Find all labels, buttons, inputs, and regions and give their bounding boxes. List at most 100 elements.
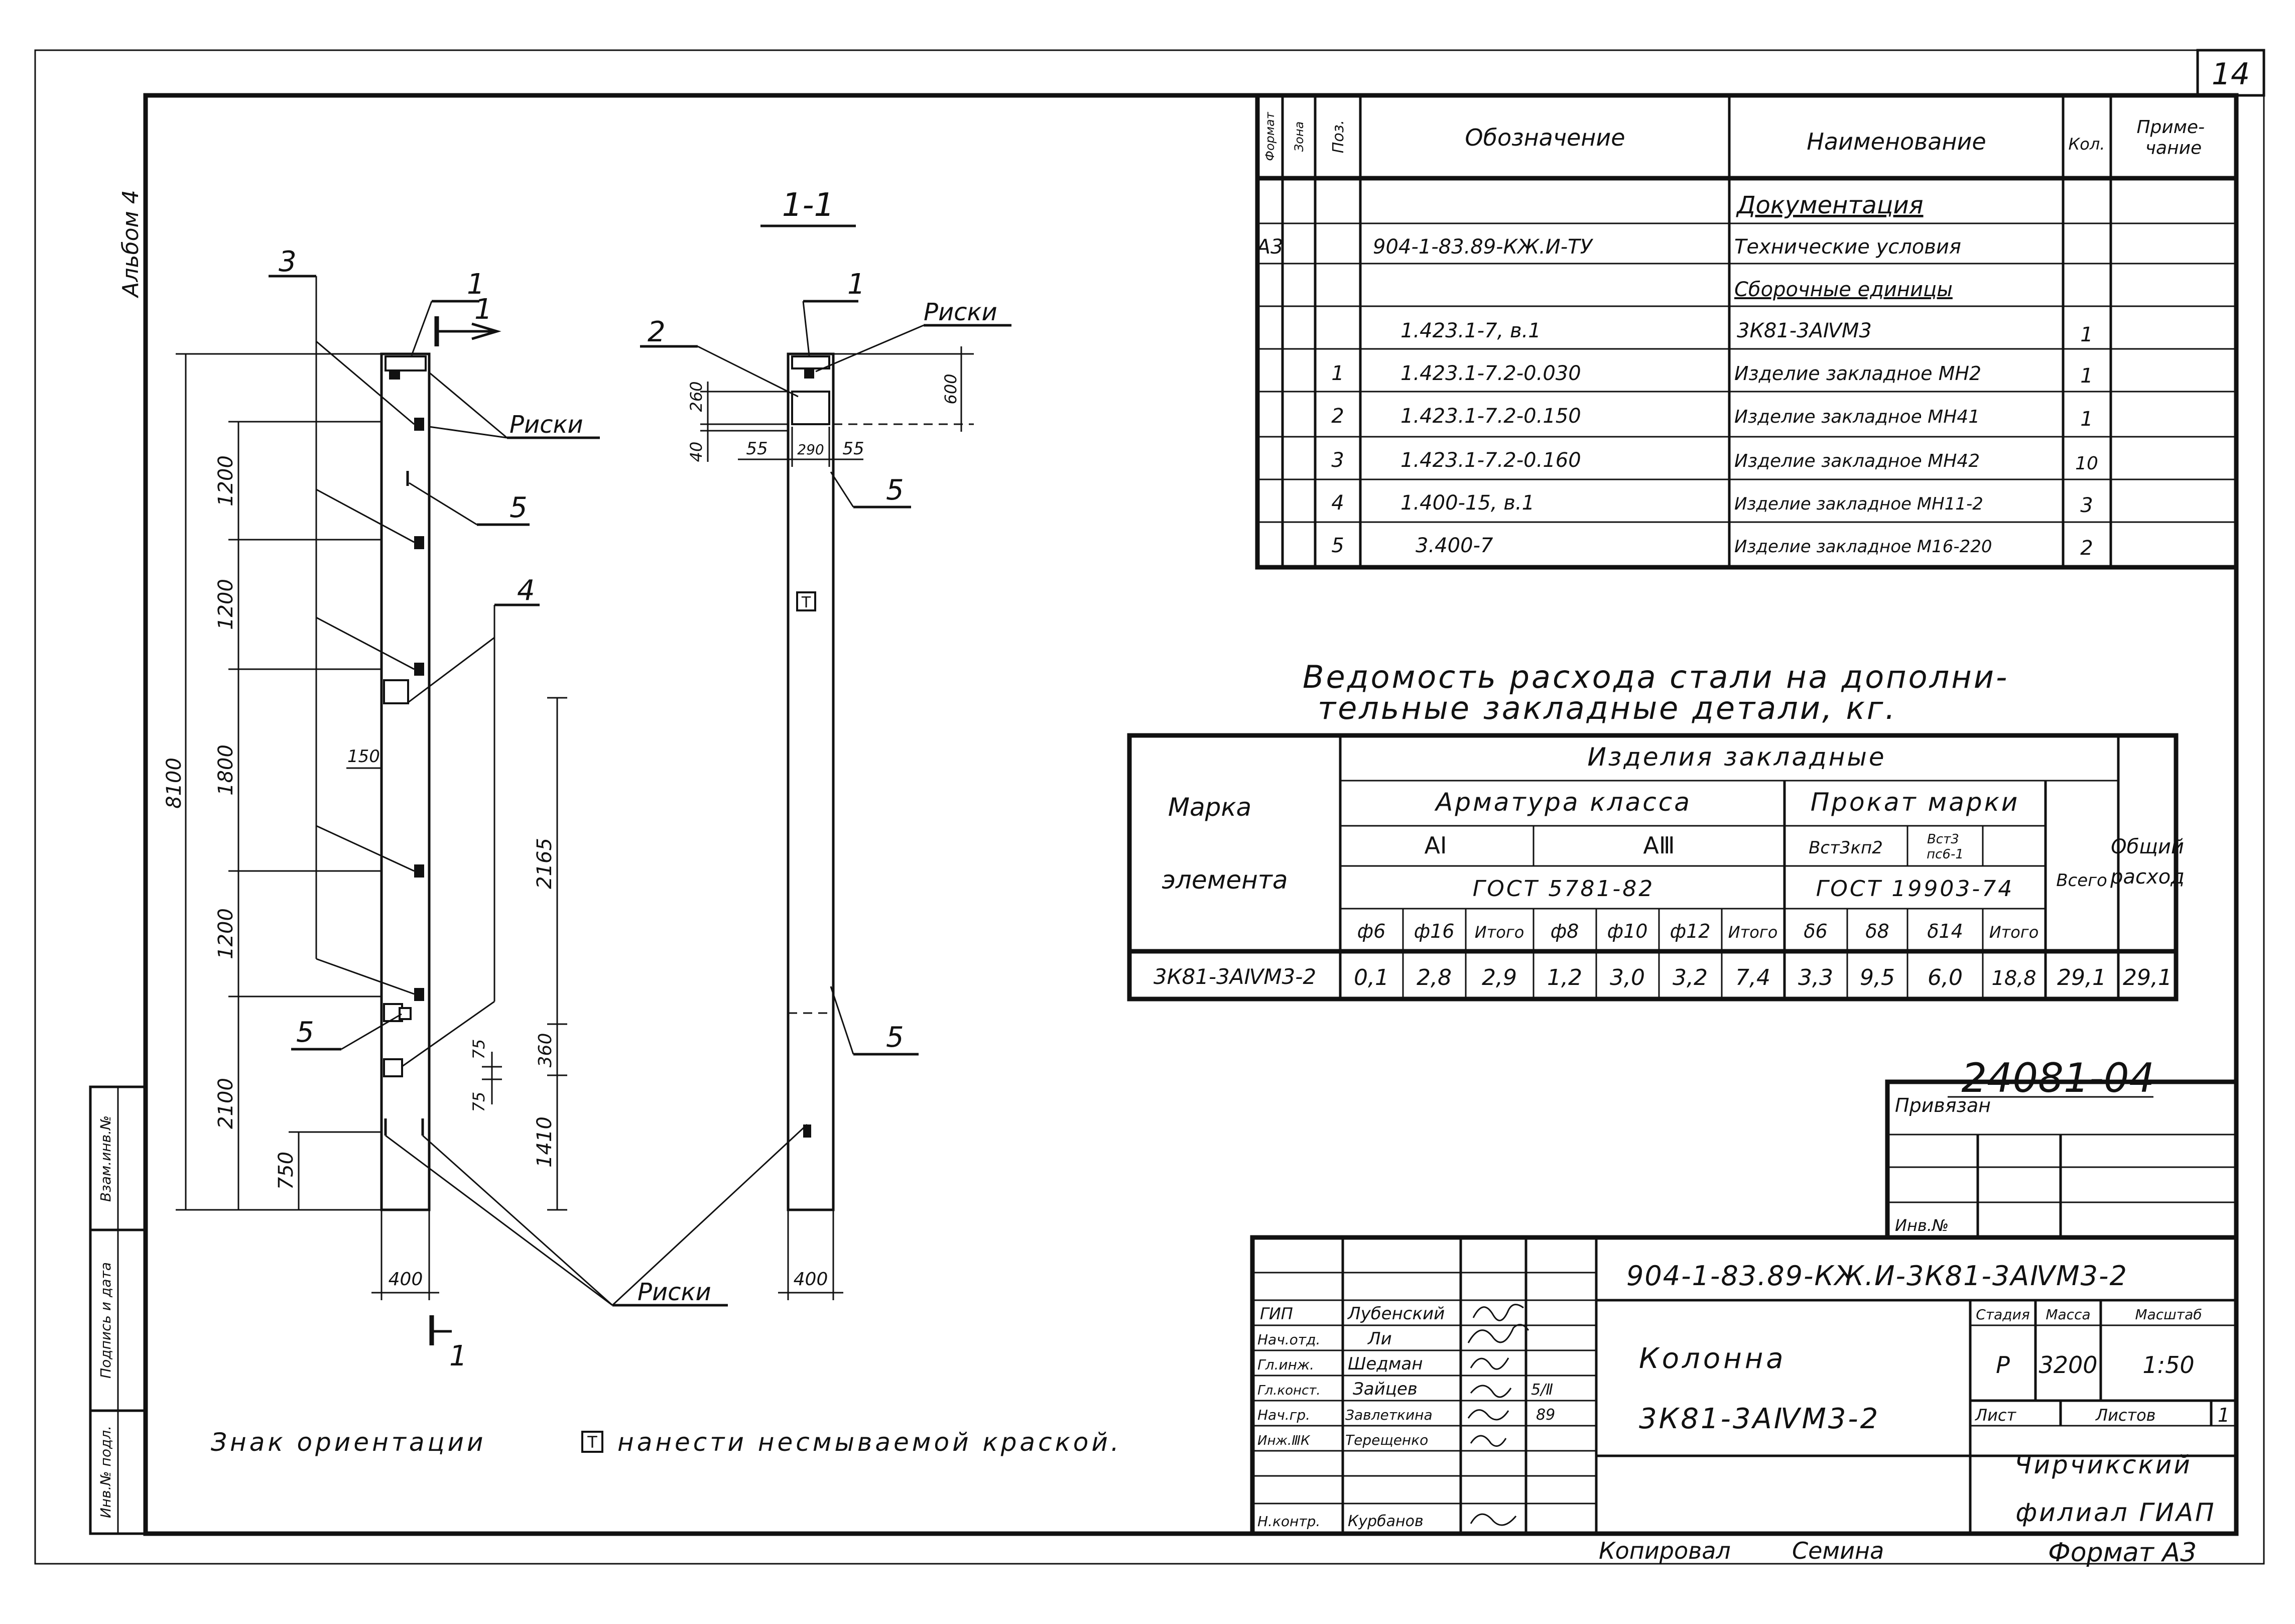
album-label: Альбом 4	[118, 190, 144, 298]
spec-name-2: Сборочные единицы	[1734, 278, 1953, 301]
steel-val-0: 0,1	[1354, 965, 1389, 990]
stage-value: Р	[1996, 1351, 2010, 1379]
plate-3-d	[414, 864, 424, 878]
steel-val-4: 3,0	[1610, 965, 1645, 990]
left-binding-strip: Инв.№ подл. Подпись и дата Взам.инв.№	[89, 1085, 147, 1535]
code-stamp: 24081-04	[1961, 1055, 2154, 1101]
steel-sub-7: δ6	[1804, 920, 1827, 942]
steel-sub-2: Итого	[1475, 923, 1524, 942]
steel-h-gost1: ГОСТ 5781-82	[1473, 876, 1655, 902]
steel-row-mark: 3К81-3АⅣМ3-2	[1154, 964, 1316, 989]
name-0: Лубенский	[1347, 1304, 1445, 1324]
privyazan-block: Привязан Инв.№	[1885, 1079, 2239, 1240]
spec-h-qty: Кол.	[2069, 135, 2105, 154]
sheets-value: 1	[2218, 1404, 2230, 1426]
spec-designation-3: 1.423.1-7, в.1	[1400, 319, 1541, 342]
dim-1200-c: 1200	[214, 908, 237, 959]
steel-h-armatura: Арматура класса	[1434, 788, 1692, 817]
steel-h-gost2: ГОСТ 19903-74	[1816, 876, 2014, 902]
riski-bottom-leaders: Риски	[385, 1123, 808, 1307]
plate-3-b	[414, 536, 424, 549]
leader-pos5-section-a: 5	[886, 474, 904, 507]
spec-h-note-text: Приме-	[2136, 117, 2205, 138]
section-view: 1-1 Т 1 2 Риски 5 5 260 40	[640, 187, 1011, 1300]
steel-val-12: 29,1	[2123, 965, 2172, 990]
dim-750: 750	[275, 1152, 298, 1190]
section-body	[787, 352, 835, 1211]
leader-pos5-lower: 5	[296, 1016, 314, 1049]
spec-designation-1: 904-1-83.89-КЖ.И-ТУ	[1373, 235, 1594, 259]
strip-podpis: Подпись и дата	[97, 1262, 114, 1379]
spec-designation-8: 3.400-7	[1416, 534, 1493, 557]
spec-name-0: Документация	[1736, 191, 1924, 219]
role-6: Н.контр.	[1257, 1513, 1320, 1530]
scale-value: 1:50	[2142, 1351, 2194, 1379]
dim-1200-a: 1200	[214, 455, 237, 507]
spec-pos-4: 1	[1331, 362, 1344, 385]
steel-sub-4: ф10	[1607, 920, 1648, 942]
plate-4-c	[383, 1058, 403, 1077]
steel-statement: Ведомость расхода стали на дополни- тель…	[1127, 659, 2185, 1002]
spec-h-format: Формат	[1263, 111, 1277, 161]
dim-290: 290	[797, 441, 824, 458]
spec-designation-4: 1.423.1-7.2-0.030	[1400, 362, 1581, 385]
steel-title-2: тельные закладные детали, кг.	[1318, 690, 1897, 726]
column-body	[380, 352, 431, 1211]
steel-h-aiii: АⅢ	[1643, 832, 1675, 859]
spec-name-3: 3К81-3АⅣМ3	[1737, 319, 1872, 342]
spec-qty-7: 3	[2080, 494, 2093, 517]
spec-row-3: 1.423.1-7, в.1 3К81-3АⅣМ3 1	[1400, 319, 2093, 346]
steel-h-vst3ps6-text-line-2: пс6-1	[1927, 847, 1964, 862]
t-mark-box	[796, 591, 816, 611]
steel-sub-1: ф16	[1414, 920, 1455, 942]
dim-55-a: 55	[746, 439, 768, 459]
leader-riski-top: Риски	[509, 411, 583, 439]
copier: Семина	[1792, 1537, 1884, 1564]
spec-h-note: Приме- чание	[2136, 117, 2210, 158]
spec-h-zone: Зона	[1292, 121, 1306, 152]
steel-h-mark-1: Марка	[1168, 793, 1251, 822]
spec-name-6: Изделие закладное МН42	[1734, 451, 1980, 471]
sheet-header: Лист	[1975, 1406, 2016, 1425]
dim-400-section: 400	[794, 1269, 828, 1290]
spec-qty-3: 1	[2080, 323, 2093, 346]
name-4: Завлеткина	[1345, 1407, 1433, 1423]
spec-row-6: 3 1.423.1-7.2-0.160 Изделие закладное МН…	[1331, 449, 2098, 474]
name-6: Курбанов	[1348, 1513, 1424, 1530]
section-cut-bottom: 1	[429, 1315, 467, 1372]
steel-h-obshiy-2: расход	[2110, 865, 2185, 889]
steel-val-10: 18,8	[1991, 967, 2036, 990]
note-after: нанести несмываемой краской.	[617, 1428, 1122, 1457]
steel-val-6: 7,4	[1735, 965, 1770, 990]
leader-pos2: 2	[648, 316, 666, 348]
role-4: Нач.гр.	[1257, 1407, 1310, 1423]
steel-h-obshiy-1: Общий	[2111, 835, 2184, 858]
org-line-2: филиал ГИАП	[2015, 1498, 2216, 1527]
dim-400-left: 400	[389, 1269, 423, 1290]
leader-pos4: 4	[517, 574, 535, 607]
spec-h-pos: Поз.	[1330, 120, 1347, 153]
leader-riski-section: Риски	[924, 298, 997, 326]
steel-h-vst3kp2: Вст3кп2	[1809, 838, 1883, 858]
title-code: 904-1-83.89-КЖ.И-3К81-3АⅣМ3-2	[1626, 1260, 2128, 1292]
dim-2100: 2100	[214, 1078, 237, 1129]
strip-vzam: Взам.инв.№	[97, 1115, 114, 1202]
spec-name-1: Технические условия	[1734, 235, 1961, 259]
steel-val-9: 6,0	[1928, 965, 1963, 990]
strip-inv-podl: Инв.№ подл.	[97, 1426, 114, 1518]
steel-val-3: 1,2	[1547, 965, 1582, 990]
steel-val-11: 29,1	[2057, 965, 2106, 990]
mass-value: 3200	[2038, 1351, 2097, 1379]
spec-designation-5: 1.423.1-7.2-0.150	[1400, 405, 1581, 428]
dim-1200-b: 1200	[214, 579, 237, 630]
plate-4-a	[383, 679, 409, 704]
steel-sub-5: ф12	[1670, 920, 1711, 942]
title-line-1: Колонна	[1639, 1342, 1787, 1375]
spec-qty-6: 10	[2075, 453, 2098, 474]
note-before: Знак ориентации	[211, 1428, 486, 1457]
section-cut-top: 1	[434, 293, 501, 346]
steel-val-5: 3,2	[1673, 965, 1708, 990]
title-block: ГИП Лубенский Нач.отд. Ли Гл.инж. Шедман…	[1250, 1235, 2239, 1536]
section-mark-top: 1	[474, 293, 492, 326]
spec-qty-5: 1	[2080, 408, 2093, 431]
